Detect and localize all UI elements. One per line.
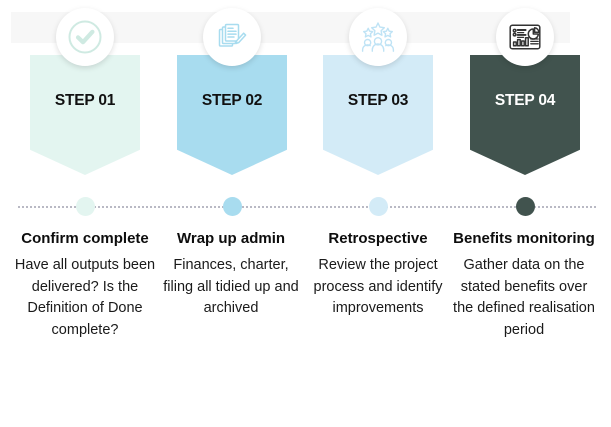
caption-column-4: Benefits monitoring Gather data on the s… [451,228,597,341]
step-badge-label-2: STEP 02 [201,92,263,109]
step-column-4: STEP 04 [470,0,580,190]
step-column-2: STEP 02 [177,0,287,190]
step-column-1: STEP 01 [30,0,140,190]
caption-title-1: Confirm complete [21,230,149,247]
timeline-dot-3[interactable] [369,197,388,216]
step-banners-row: STEP 01 STEP 02 [0,0,611,190]
dashboard-report-icon [507,19,543,55]
step-badge-label-3: STEP 03 [347,92,409,109]
step-banner-4[interactable] [470,55,580,175]
timeline-dot-2[interactable] [223,197,242,216]
step-icon-badge-3 [349,8,407,66]
caption-body-4: Gather data on the stated benefits over … [453,257,595,338]
caption-column-1: Confirm complete Have all outputs been d… [12,228,158,341]
step-icon-badge-2 [203,8,261,66]
caption-title-2: Wrap up admin [176,230,286,247]
step-icon-badge-4 [496,8,554,66]
people-stars-icon [360,19,396,55]
step-column-3: STEP 03 [323,0,433,190]
timeline-dot-1[interactable] [76,197,95,216]
step-captions-row: Confirm complete Have all outputs been d… [0,228,611,427]
timeline-dot-4[interactable] [516,197,535,216]
caption-title-3: Retrospective [328,230,428,247]
step-banner-3[interactable] [323,55,433,175]
caption-body-2: Finances, charter, filing all tidied up … [163,257,299,317]
step-banner-2[interactable] [177,55,287,175]
caption-column-2: Wrap up admin Finances, charter, filing … [158,228,304,320]
document-pencil-icon [214,19,250,55]
step-badge-label-1: STEP 01 [54,92,116,109]
caption-column-3: Retrospective Review the project process… [305,228,451,320]
caption-title-4: Benefits monitoring [453,230,595,247]
check-circle-icon [67,19,103,55]
caption-body-1: Have all outputs been delivered? Is the … [14,257,156,338]
step-banner-1[interactable] [30,55,140,175]
step-icon-badge-1 [56,8,114,66]
timeline-dotted-line [18,206,596,210]
step-badge-label-4: STEP 04 [494,92,556,109]
caption-body-3: Review the project process and identify … [313,257,443,317]
